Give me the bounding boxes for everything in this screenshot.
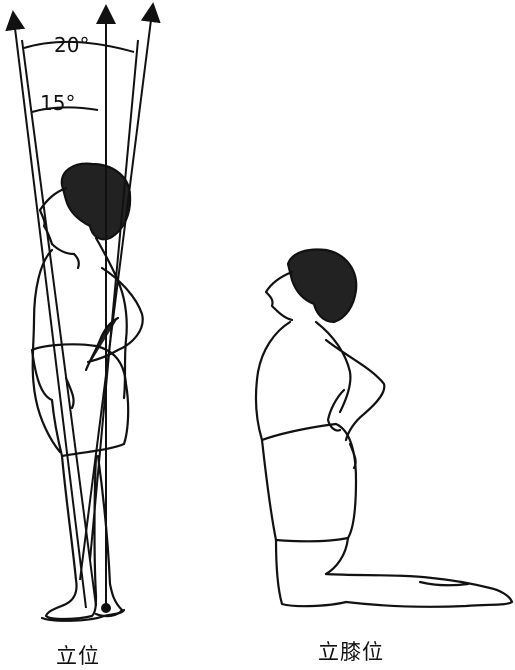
caption-standing: 立位 xyxy=(56,640,100,670)
angle-label-outer: 20° xyxy=(54,33,89,57)
caption-kneeling: 立膝位 xyxy=(318,636,384,666)
kneeling-face xyxy=(266,272,292,320)
kneeling-shin xyxy=(326,574,512,607)
angle-label-inner: 15° xyxy=(40,91,75,115)
kneeling-shorts xyxy=(262,424,356,541)
kneeling-thigh xyxy=(276,540,346,606)
kneeling-hair xyxy=(288,250,356,322)
kneeling-figure xyxy=(256,250,512,607)
inner-right-line xyxy=(90,40,138,560)
standing-shorts xyxy=(32,344,128,456)
pivot-dot xyxy=(102,604,110,612)
standing-figure xyxy=(32,164,143,621)
outer-right-line xyxy=(80,12,152,580)
kneeling-torso xyxy=(256,322,290,440)
